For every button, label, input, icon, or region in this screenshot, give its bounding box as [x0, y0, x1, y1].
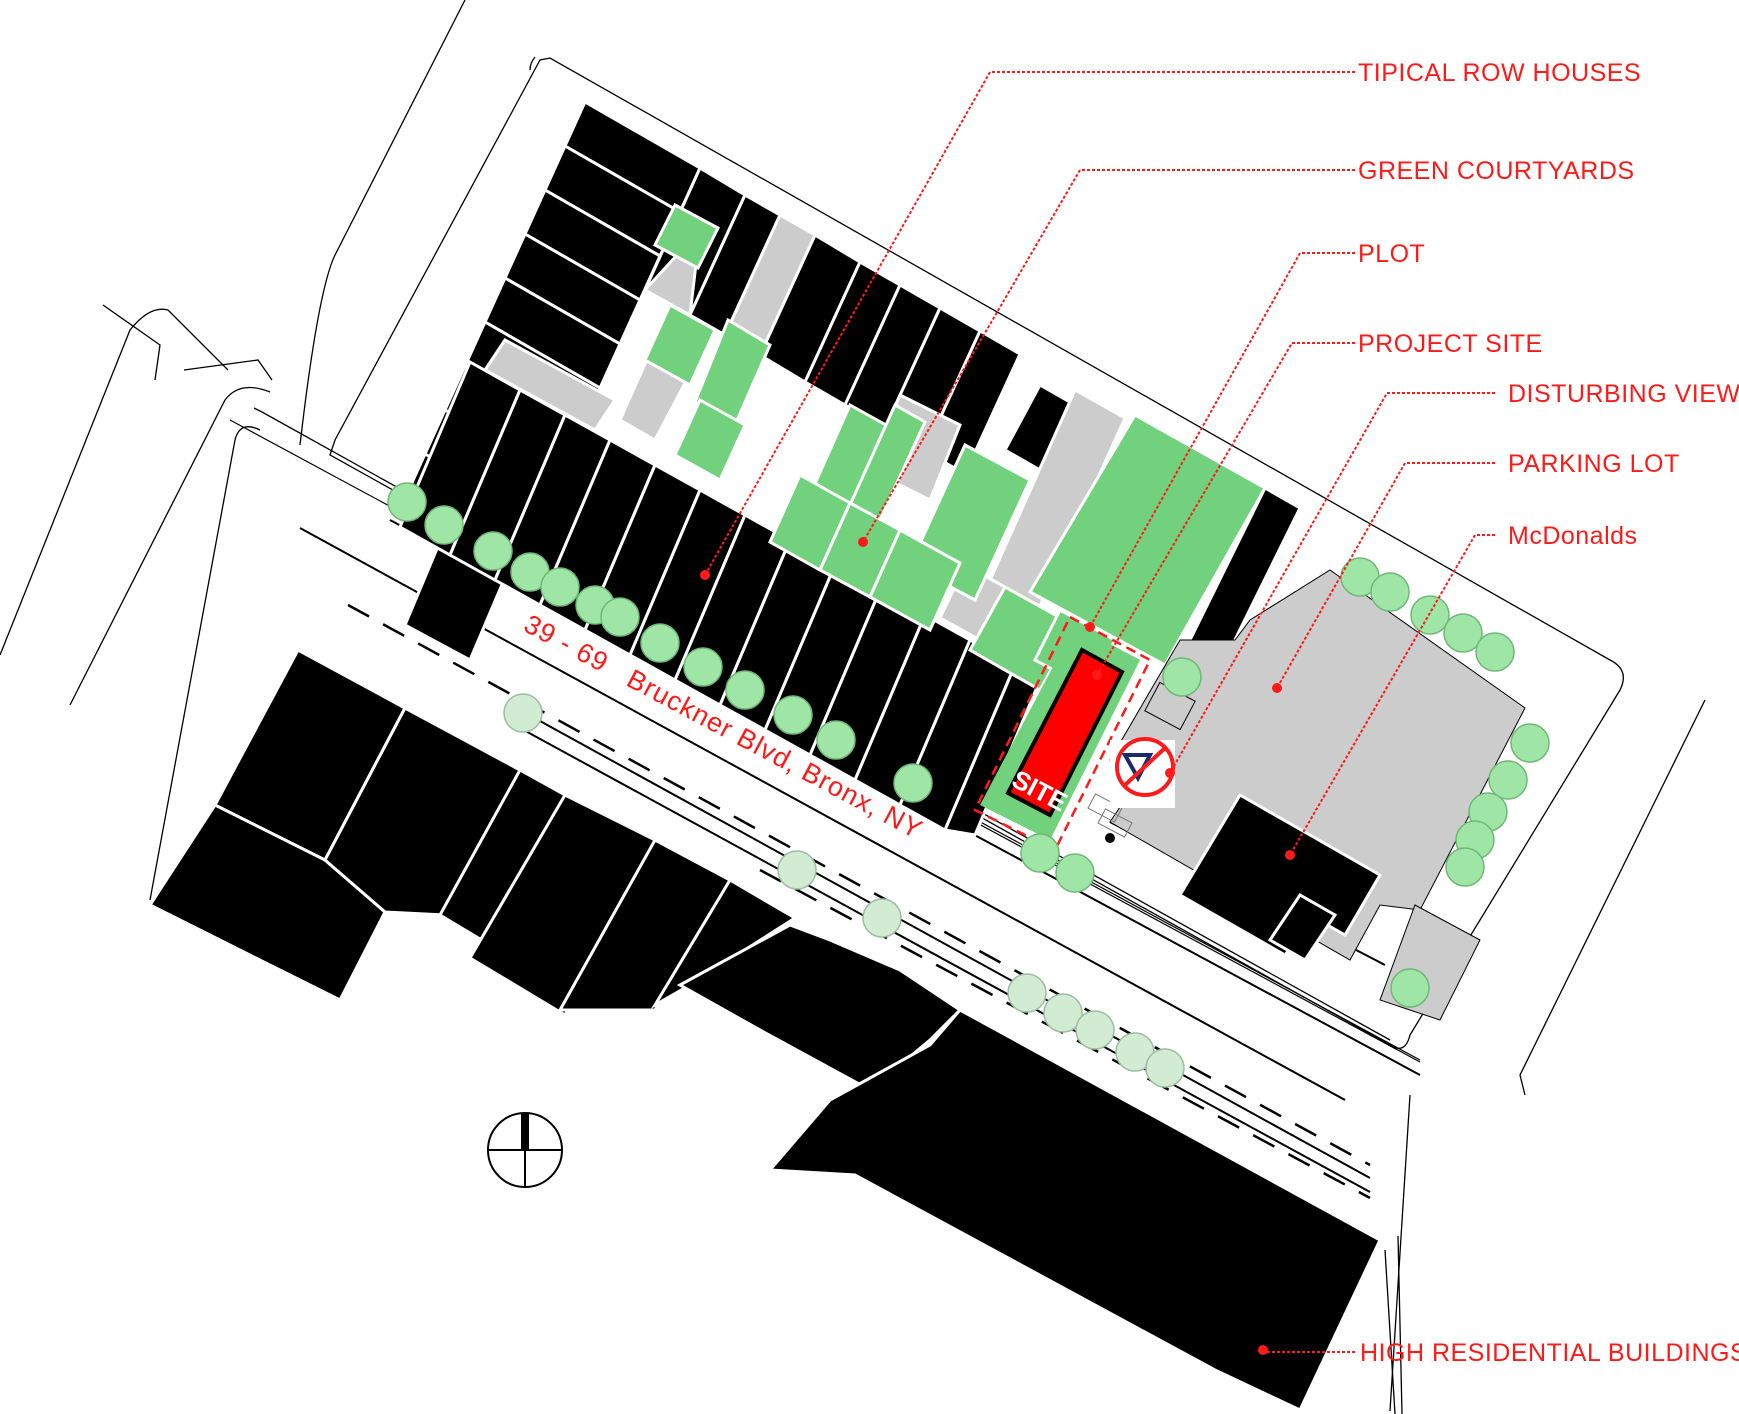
no-view-icon [1110, 737, 1175, 808]
annotation-labels: TIPICAL ROW HOUSES GREEN COURTYARDS PLOT… [1358, 59, 1739, 1367]
project-site: SITE [1005, 647, 1125, 818]
label-green-courtyards: GREEN COURTYARDS [1358, 157, 1635, 185]
north-arrow-icon [487, 1112, 563, 1188]
leader-lines [700, 71, 1495, 1355]
high-residential-buildings [147, 647, 1382, 1412]
street-trees [387, 482, 1550, 1088]
label-high-residential: HIGH RESIDENTIAL BUILDINGS [1360, 1339, 1739, 1367]
label-project-site: PROJECT SITE [1358, 330, 1543, 358]
mcdonalds-building [1177, 792, 1383, 962]
label-mcdonalds: McDonalds [1508, 522, 1638, 550]
label-plot: PLOT [1358, 240, 1425, 268]
label-parking-lot: PARKING LOT [1508, 450, 1680, 478]
label-disturbing-view: DISTURBING VIEW [1508, 380, 1739, 408]
label-row-houses: TIPICAL ROW HOUSES [1358, 59, 1641, 87]
